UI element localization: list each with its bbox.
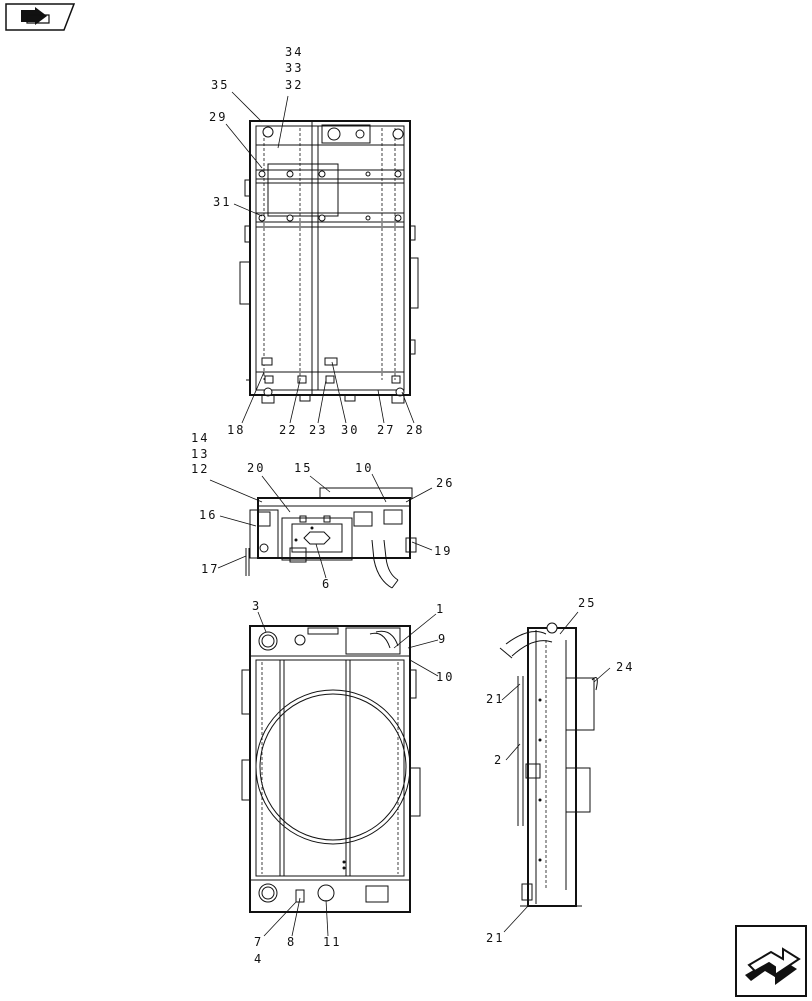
callout-33: 33 [285, 61, 303, 75]
callout-18: 18 [227, 423, 245, 437]
callout-13: 13 [191, 447, 209, 461]
next-page-arrow-icon[interactable] [735, 925, 807, 997]
callout-2: 2 [494, 753, 503, 767]
leader-lines [209, 91, 611, 937]
side-view-assembly [499, 622, 598, 907]
callout-30: 30 [341, 423, 359, 437]
callout-31: 31 [213, 195, 231, 209]
callout-21-upper: 21 [486, 692, 504, 706]
callout-7: 7 [254, 935, 263, 949]
callout-10-front: 10 [436, 670, 454, 684]
callout-21-lower: 21 [486, 931, 504, 945]
callout-8: 8 [287, 935, 296, 949]
callout-labels: 34 33 32 35 29 31 18 22 23 30 27 28 14 1… [191, 45, 634, 966]
callout-6: 6 [322, 577, 331, 591]
callout-28: 28 [406, 423, 424, 437]
callout-17: 17 [201, 562, 219, 576]
callout-16: 16 [199, 508, 217, 522]
callout-34: 34 [285, 45, 303, 59]
callout-10-top: 10 [355, 461, 373, 475]
callout-11: 11 [323, 935, 341, 949]
rear-view-assembly [239, 120, 419, 404]
callout-12: 12 [191, 462, 209, 476]
callout-35: 35 [211, 78, 229, 92]
callout-25: 25 [578, 596, 596, 610]
callout-1: 1 [436, 602, 445, 616]
callout-9: 9 [438, 632, 447, 646]
callout-32: 32 [285, 78, 303, 92]
callout-26: 26 [436, 476, 454, 490]
callout-14: 14 [191, 431, 209, 445]
callout-19: 19 [434, 544, 452, 558]
callout-4: 4 [254, 952, 263, 966]
front-view-assembly [241, 625, 421, 913]
callout-15: 15 [294, 461, 312, 475]
top-view-assembly [245, 487, 417, 589]
previous-page-arrow-icon[interactable] [5, 3, 76, 31]
callout-24: 24 [616, 660, 634, 674]
callout-22: 22 [279, 423, 297, 437]
callout-23: 23 [309, 423, 327, 437]
callout-29: 29 [209, 110, 227, 124]
callout-3: 3 [252, 599, 261, 613]
callout-20: 20 [247, 461, 265, 475]
callout-27: 27 [377, 423, 395, 437]
